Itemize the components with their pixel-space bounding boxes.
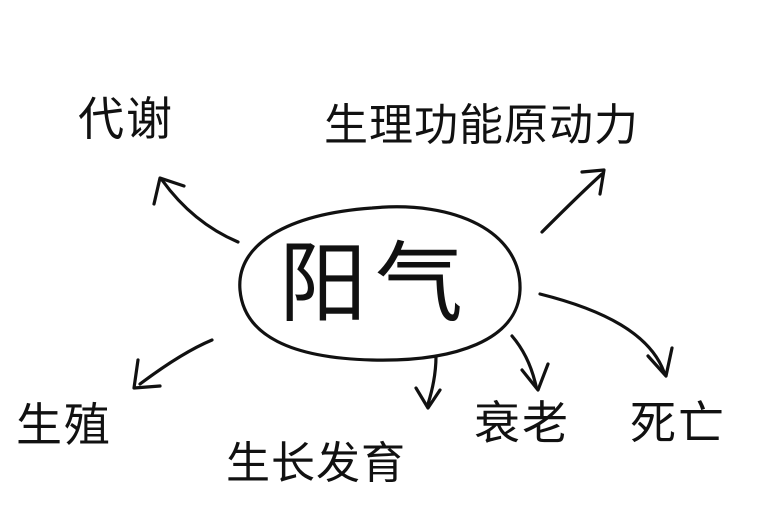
node-death: 死亡 [630, 396, 726, 450]
center-node-label: 阳气 [278, 232, 471, 335]
center-ellipse [238, 205, 522, 362]
arrow-to-physiology [540, 172, 604, 234]
arrow-to-death [538, 292, 666, 374]
arrowhead-growth [414, 386, 442, 410]
arrowhead-physiology [580, 168, 606, 196]
arrow-to-aging [510, 334, 538, 388]
arrow-to-reproduction [138, 338, 214, 386]
node-reproduction: 生殖 [16, 398, 112, 452]
arrow-to-growth [426, 354, 438, 406]
node-aging: 衰老 [474, 396, 570, 450]
node-physiology: 生理功能原动力 [324, 100, 639, 151]
node-growth: 生长发育 [226, 438, 406, 489]
arrowhead-reproduction [132, 358, 162, 390]
arrowhead-aging [520, 362, 550, 392]
arrow-to-metabolism [160, 178, 240, 244]
arrowhead-metabolism [152, 176, 186, 206]
node-metabolism: 代谢 [78, 92, 174, 146]
arrowhead-death [646, 346, 674, 378]
